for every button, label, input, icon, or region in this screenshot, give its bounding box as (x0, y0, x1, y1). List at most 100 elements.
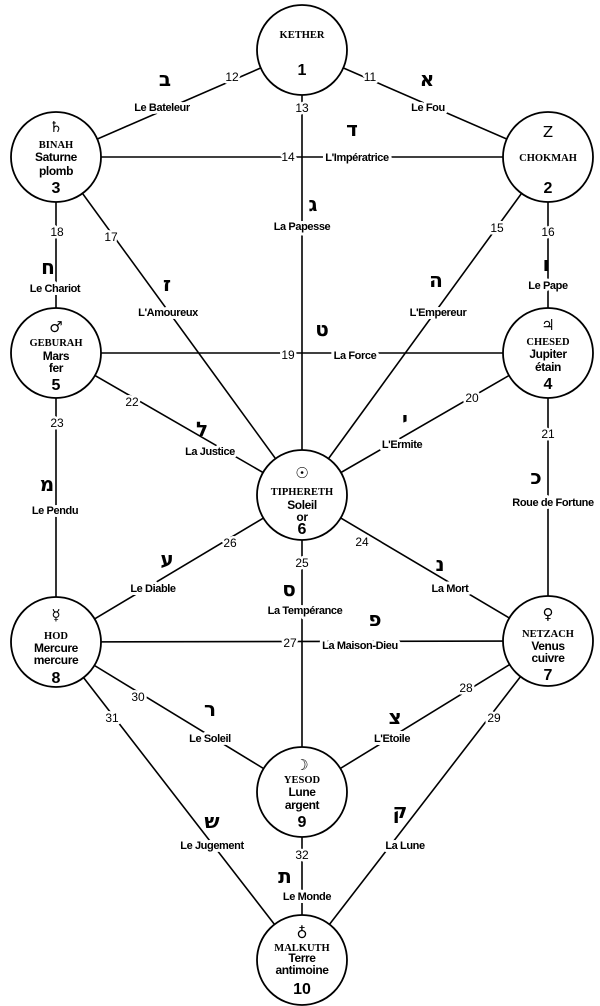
hebrew-letter: א (420, 67, 435, 91)
sephirah-planet: Mercure (34, 641, 79, 655)
path-number: 22 (125, 395, 139, 409)
path-number: 15 (490, 221, 504, 235)
sephirah-metal: or (296, 510, 308, 524)
sephirah-circle (10, 307, 102, 399)
hebrew-letter: צ (388, 705, 401, 729)
hebrew-letter: כ (530, 465, 541, 489)
path-line-24 (301, 494, 549, 642)
path-number: 26 (223, 536, 237, 550)
sephirah-name: GEBURAH (29, 338, 82, 349)
hebrew-letter: ב (159, 67, 171, 91)
tarot-label: La Mort (432, 583, 470, 595)
sephirah-name: TIPHERETH (271, 487, 333, 498)
sephirah-planet: Mars (43, 349, 70, 363)
sephirah-circle (10, 111, 102, 203)
path-line-20 (301, 352, 549, 496)
tarot-label: L'Etoile (374, 733, 410, 745)
tarot-label: L'Impératrice (325, 152, 389, 164)
tarot-label: Le Pape (528, 280, 568, 292)
sephirah-metal: étain (535, 360, 561, 374)
sephirah-number: 10 (293, 981, 311, 998)
sephirah-planet: Saturne (35, 150, 78, 164)
path-line-27 (55, 640, 549, 643)
sephirah-planet: Jupiter (529, 347, 567, 361)
sephirah-number: 6 (298, 521, 307, 538)
tarot-label: Le Diable (130, 583, 176, 595)
sephirah-circle (256, 914, 348, 1006)
path-line-26 (55, 494, 303, 643)
planet-symbol-icon: ♃ (541, 316, 554, 334)
path-line-28 (301, 640, 549, 793)
path-number: 18 (50, 225, 64, 239)
path-number: 11 (364, 70, 377, 84)
path-number: 21 (541, 427, 555, 441)
tarot-label: La Justice (185, 446, 235, 458)
path-line-15 (301, 156, 549, 496)
hebrew-letter: פ (368, 607, 381, 631)
path-number: 29 (487, 711, 501, 725)
sephirah-circle (502, 111, 594, 203)
sephirah-name: YESOD (284, 775, 321, 786)
tarot-label: Le Fou (411, 102, 445, 114)
hebrew-letter: ה (429, 268, 443, 292)
tarot-label: Le Bateleur (134, 102, 191, 114)
sephirah-metal: mercure (34, 653, 79, 667)
path-number: 32 (295, 848, 309, 862)
sephirah-name: MALKUTH (274, 943, 329, 954)
tarot-label: Le Soleil (189, 733, 231, 745)
tarot-label: Le Chariot (30, 283, 81, 295)
tarot-label: La Maison-Dieu (322, 640, 398, 652)
path-number: 31 (105, 711, 119, 725)
sephirah-metal: fer (49, 361, 64, 375)
sephirah-metal: cuivre (532, 651, 566, 665)
tarot-label: Le Monde (283, 891, 331, 903)
sephirah-metal: plomb (39, 164, 73, 178)
tarot-label: L'Amoureux (138, 307, 199, 319)
hebrew-letter: ת (278, 864, 292, 888)
hebrew-letter: ו (543, 252, 550, 276)
sephirah-number: 1 (298, 62, 307, 79)
tarot-label: Le Jugement (180, 840, 244, 852)
path-line-17 (55, 156, 303, 496)
planet-symbol-icon: ♁ (297, 924, 308, 942)
sephirah-circle (256, 4, 348, 96)
hebrew-letter: ד (346, 117, 358, 141)
sephirah-planet: Soleil (287, 498, 317, 512)
sephirah-metal: argent (285, 798, 320, 812)
sephirah-circle (502, 307, 594, 399)
hebrew-letter: ש (204, 809, 219, 833)
tarot-label: L'Ermite (382, 439, 423, 451)
hebrew-letter: ט (315, 317, 329, 341)
hebrew-letter: ע (160, 547, 173, 571)
path-line-29 (301, 640, 549, 961)
path-number: 27 (283, 636, 297, 650)
sephirah-planet: Lune (288, 785, 316, 799)
path-number: 13 (295, 101, 309, 115)
tarot-label: L'Empereur (410, 307, 468, 319)
path-number: 30 (131, 690, 145, 704)
tarot-label: Roue de Fortune (512, 497, 594, 509)
path-number: 24 (355, 535, 369, 549)
hebrew-letter: י (402, 407, 408, 431)
hebrew-letter: ח (41, 255, 55, 279)
path-number: 17 (104, 230, 118, 244)
sephirah-number: 7 (544, 667, 553, 684)
path-number: 14 (281, 150, 295, 164)
planet-symbol-icon: ♄ (49, 118, 62, 136)
path-number: 12 (225, 70, 239, 84)
path-number: 20 (465, 391, 479, 405)
sephirah-circle (502, 595, 594, 687)
hebrew-letter: ס (282, 577, 296, 601)
path-number: 16 (541, 225, 555, 239)
sephirah-name: CHOKMAH (519, 153, 577, 164)
planet-symbol-icon: ♂ (49, 318, 62, 336)
